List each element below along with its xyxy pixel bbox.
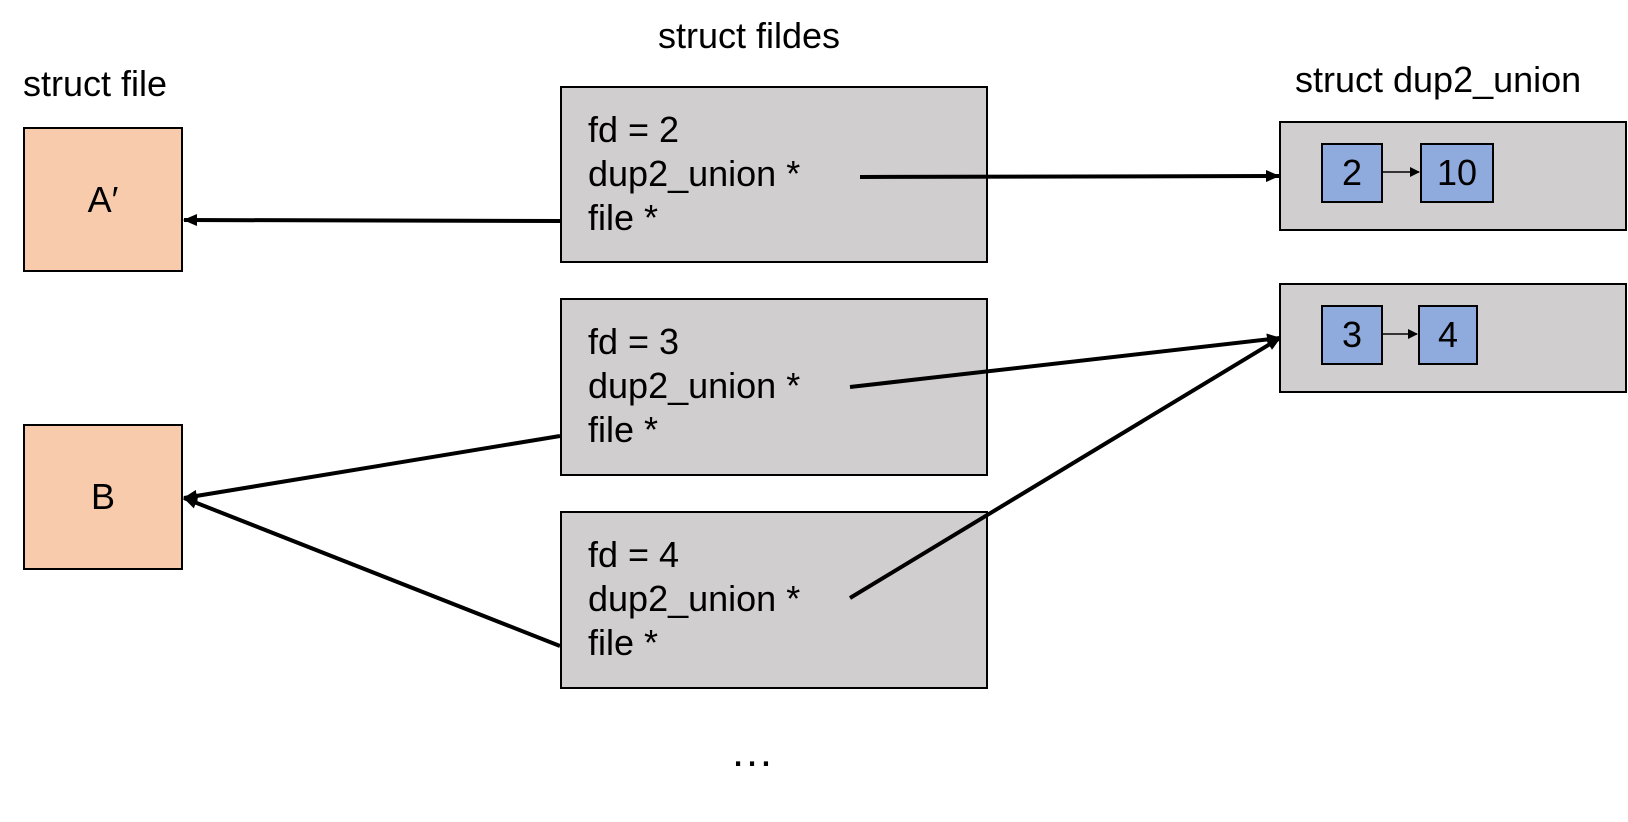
struct-file-heading: struct file	[23, 63, 168, 104]
fildes-box-fd2: fd = 2 dup2_union * file *	[560, 86, 988, 263]
struct-fildes-heading: struct fildes	[658, 15, 841, 56]
struct-dup2-union-heading: struct dup2_union	[1295, 59, 1582, 100]
dup2-union-pointer: dup2_union *	[588, 153, 801, 194]
file-box-a-prime: A′	[23, 127, 183, 272]
arrow-fd3-file-to-b	[183, 434, 561, 502]
file-pointer: file *	[588, 409, 659, 450]
ellipsis: …	[730, 727, 774, 776]
fildes-box-fd4: fd = 4 dup2_union * file *	[560, 511, 988, 689]
arrow-fd2-file-to-a-prime	[183, 214, 561, 227]
dup2-union-pointer: dup2_union *	[588, 365, 801, 406]
fd-value: fd = 4	[588, 534, 680, 575]
arrow-fd4-file-to-b	[183, 496, 561, 648]
fd-value: fd = 2	[588, 109, 680, 150]
file-pointer: file *	[588, 197, 659, 238]
fildes-box-fd3: fd = 3 dup2_union * file *	[560, 298, 988, 476]
union-node-2: 2	[1321, 143, 1383, 203]
file-label: A′	[87, 178, 119, 220]
file-box-b: B	[23, 424, 183, 570]
file-label: B	[90, 476, 115, 517]
union-node-10: 10	[1420, 143, 1494, 203]
union-node-3: 3	[1321, 305, 1383, 365]
file-pointer: file *	[588, 622, 659, 663]
union-node-4: 4	[1418, 305, 1478, 365]
fd-value: fd = 3	[588, 321, 680, 362]
dup2-union-pointer: dup2_union *	[588, 578, 801, 619]
